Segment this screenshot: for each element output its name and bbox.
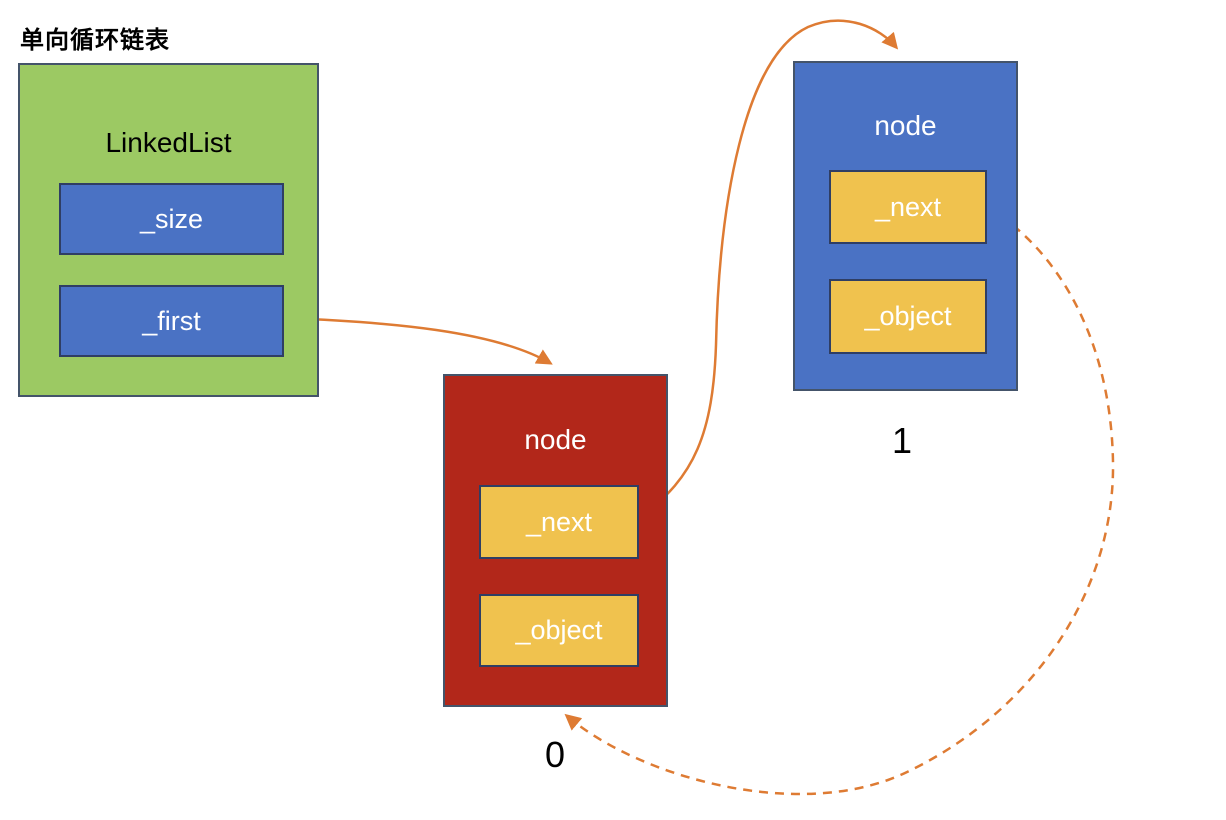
diagram-title: 单向循环链表 bbox=[20, 27, 170, 54]
node0-title: node bbox=[524, 424, 587, 455]
node0-box: node _next _object bbox=[443, 374, 668, 707]
linkedlist-field-size: _size bbox=[59, 183, 284, 255]
arrow-first-to-node0 bbox=[284, 316, 553, 365]
node0-index-label: 0 bbox=[544, 734, 566, 775]
node0-field-object: _object bbox=[479, 594, 639, 667]
node1-title: node bbox=[874, 110, 937, 141]
linkedlist-field-first: _first bbox=[59, 285, 284, 357]
node1-field-next: _next bbox=[829, 170, 987, 244]
linkedlist-title: LinkedList bbox=[105, 127, 232, 158]
node1-box: node _next _object bbox=[793, 61, 1018, 391]
node1-field-object: _object bbox=[829, 279, 987, 354]
linkedlist-box: LinkedList _size _first bbox=[18, 63, 319, 397]
node0-field-next: _next bbox=[479, 485, 639, 559]
node1-index-label: 1 bbox=[891, 420, 913, 461]
